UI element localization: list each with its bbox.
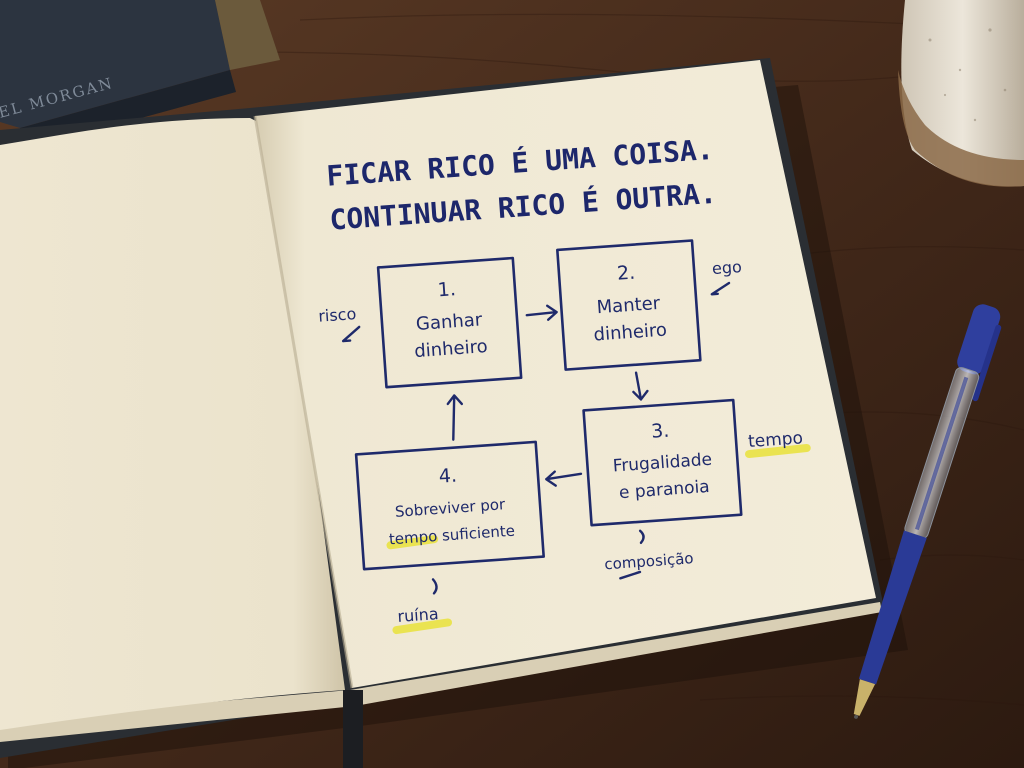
step-1-number: 1. bbox=[437, 278, 457, 301]
arrow-1-to-2 bbox=[525, 304, 558, 321]
step-1-line-2: dinheiro bbox=[414, 336, 489, 362]
annotation-time: tempo bbox=[747, 428, 803, 452]
annotation-risk: risco bbox=[318, 304, 357, 326]
step-3-number: 3. bbox=[650, 420, 670, 443]
bookmark-ribbon bbox=[343, 690, 363, 768]
right-page bbox=[255, 60, 876, 688]
pen-cap bbox=[957, 304, 1001, 375]
arrow-4-to-1 bbox=[446, 394, 464, 441]
flow-arrows bbox=[446, 304, 649, 487]
step-1-line-1: Ganhar bbox=[415, 309, 483, 335]
annotation-ego: ego bbox=[711, 257, 742, 278]
annotation-ego-arrow bbox=[710, 281, 731, 296]
step-4-number: 4. bbox=[438, 465, 458, 488]
pen-grip bbox=[858, 530, 927, 685]
step-2-line-2: dinheiro bbox=[593, 319, 668, 345]
annotation-ruin: ruína bbox=[397, 604, 439, 626]
step-4-line-2: tempo suficiente bbox=[388, 522, 515, 549]
step-4-line-2-highlight: tempo bbox=[388, 527, 438, 548]
left-page bbox=[0, 118, 345, 730]
step-box-2: 2. Manter dinheiro bbox=[556, 239, 702, 371]
step-box-1: 1. Ganhar dinheiro bbox=[376, 256, 523, 389]
annotation-risk-arrow bbox=[341, 325, 361, 343]
coffee-mug bbox=[898, 0, 1024, 187]
step-2-line-1: Manter bbox=[596, 293, 661, 318]
annotation-compounding-squiggle bbox=[638, 529, 645, 544]
ballpoint-pen bbox=[853, 304, 1002, 719]
step-2-number: 2. bbox=[616, 262, 636, 285]
arrow-3-to-4 bbox=[545, 470, 583, 487]
annotation-ruin-squiggle bbox=[431, 578, 438, 595]
step-4-line-2-rest: suficiente bbox=[437, 522, 516, 545]
arrow-2-to-3 bbox=[632, 371, 649, 401]
